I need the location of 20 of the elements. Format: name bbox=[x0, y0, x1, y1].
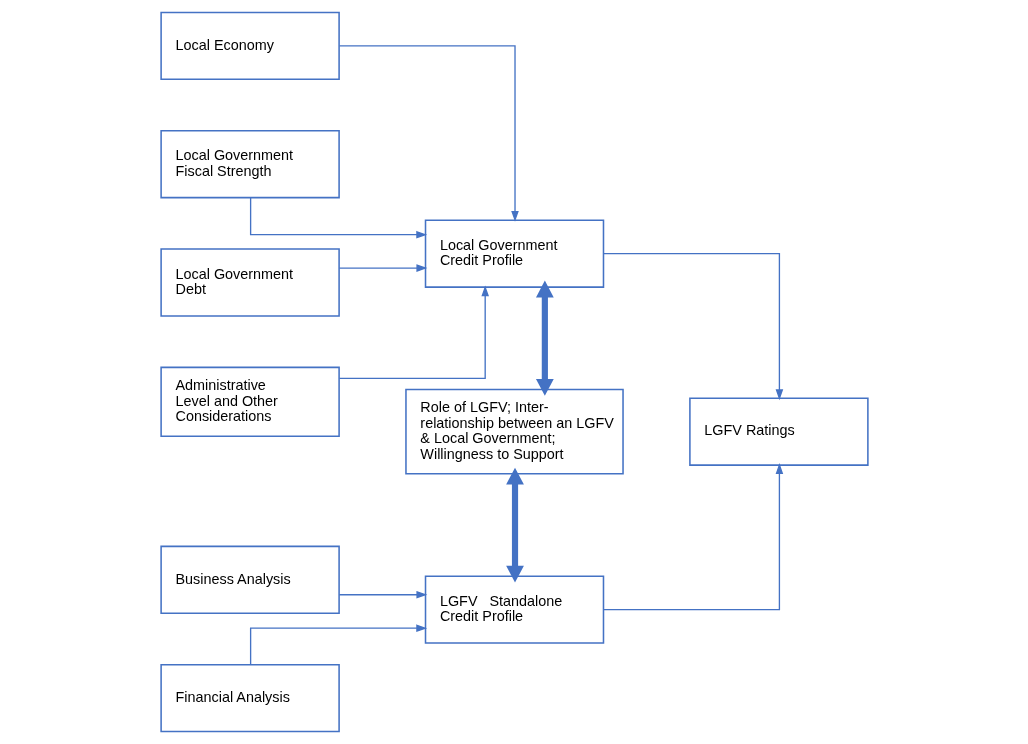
arrow bbox=[338, 590, 427, 599]
arrow bbox=[602, 253, 783, 401]
arrow bbox=[249, 197, 427, 239]
arrow bbox=[338, 45, 519, 222]
arrow bbox=[505, 467, 524, 583]
arrow bbox=[602, 463, 783, 611]
node-box: Local Government Debt bbox=[159, 248, 340, 317]
node-box: Role of LGFV; Inter-relationship between an LGFV & Local Government; Willingness to Support bbox=[404, 388, 624, 475]
arrow bbox=[338, 264, 427, 272]
node-box: LGFV Standalone Credit Profile bbox=[424, 575, 604, 644]
node-box: Local Government Credit Profile bbox=[424, 219, 604, 288]
node-box: LGFV Ratings bbox=[688, 397, 869, 466]
node-box: Administrative Level and Other Considerations bbox=[159, 366, 340, 438]
node-box: Business Analysis bbox=[159, 545, 340, 614]
node-box: Local Economy bbox=[159, 11, 340, 81]
node-box: Local Government Fiscal Strength bbox=[159, 130, 340, 199]
arrow bbox=[535, 280, 554, 396]
node-box: Financial Analysis bbox=[159, 663, 340, 733]
arrow bbox=[338, 285, 489, 380]
arrow bbox=[249, 624, 427, 666]
